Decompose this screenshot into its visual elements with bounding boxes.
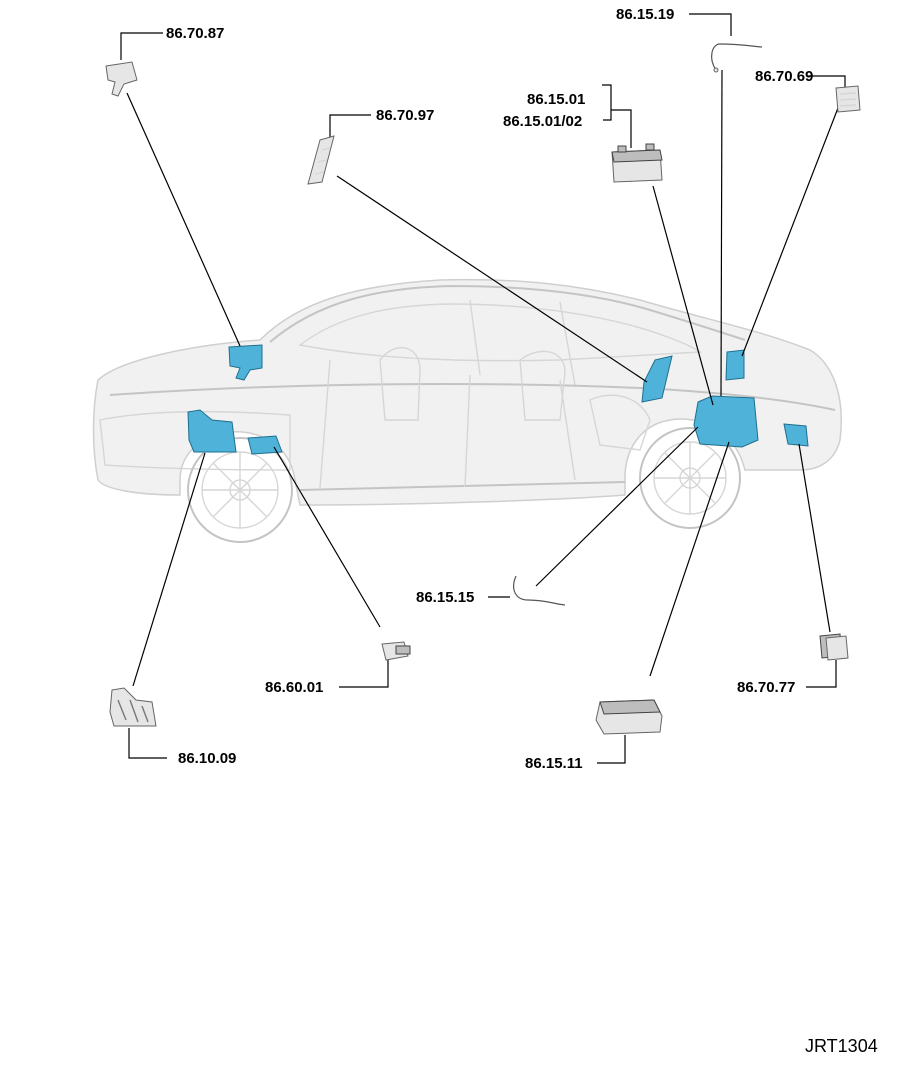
car-body (92, 278, 842, 506)
thumb-86-70-69 (835, 85, 861, 113)
callout-86-70-77: 86.70.77 (737, 679, 795, 696)
part-front-junction-box (187, 409, 237, 453)
callout-86-70-69: 86.70.69 (755, 68, 813, 85)
car-door-line-2 (464, 374, 471, 488)
car-seat-rear (519, 350, 566, 421)
car-roof (269, 284, 746, 343)
callout-86-70-97: 86.70.97 (376, 107, 434, 124)
thumb-86-60-01 (381, 641, 411, 661)
car-window-line (298, 303, 703, 362)
callout-86-10-09: 86.10.09 (178, 750, 236, 767)
front-wheel (187, 437, 293, 543)
car-seat (379, 347, 421, 421)
highlighted-components (187, 344, 809, 455)
callout-86-15-11: 86.15.11 (525, 755, 583, 772)
callout-86-15-15: 86.15.15 (416, 589, 474, 606)
rear-wheel (639, 427, 741, 529)
thumb-86-15-11 (595, 699, 663, 735)
thumb-86-70-97 (307, 135, 335, 185)
leader-lines (120, 13, 846, 764)
thumb-86-15-15 (513, 575, 566, 606)
part-battery-tray (693, 395, 759, 448)
rear-suspension (589, 394, 651, 451)
car-door-line (319, 359, 331, 489)
thumb-86-15-01-battery (611, 143, 663, 183)
callout-labels: 86.70.87 86.70.97 86.15.19 86.70.69 86.1… (166, 6, 813, 772)
thumb-86-10-09 (109, 687, 157, 727)
part-rear-fuse-box (725, 349, 745, 381)
car-pillar (469, 299, 481, 376)
car-pillar-2 (559, 301, 576, 386)
thumb-86-70-87 (105, 61, 138, 97)
callout-86-15-01-02: 86.15.01/02 (503, 113, 582, 130)
component-thumbnails (105, 43, 861, 735)
car-beltline (109, 383, 836, 411)
callout-86-15-01: 86.15.01 (527, 91, 585, 108)
part-rear-module (783, 423, 809, 447)
car-engine-bay (99, 411, 291, 471)
thumb-86-70-77 (819, 633, 849, 661)
callout-86-60-01: 86.60.01 (265, 679, 323, 696)
thumb-86-15-19 (711, 43, 763, 73)
figure-reference: JRT1304 (805, 1036, 878, 1056)
part-front-module (247, 435, 283, 455)
car-sill (299, 481, 626, 491)
part-control-module-front (228, 344, 263, 381)
callout-86-70-87: 86.70.87 (166, 25, 224, 42)
part-rear-control-unit (641, 355, 673, 403)
callout-86-15-19: 86.15.19 (616, 6, 674, 23)
